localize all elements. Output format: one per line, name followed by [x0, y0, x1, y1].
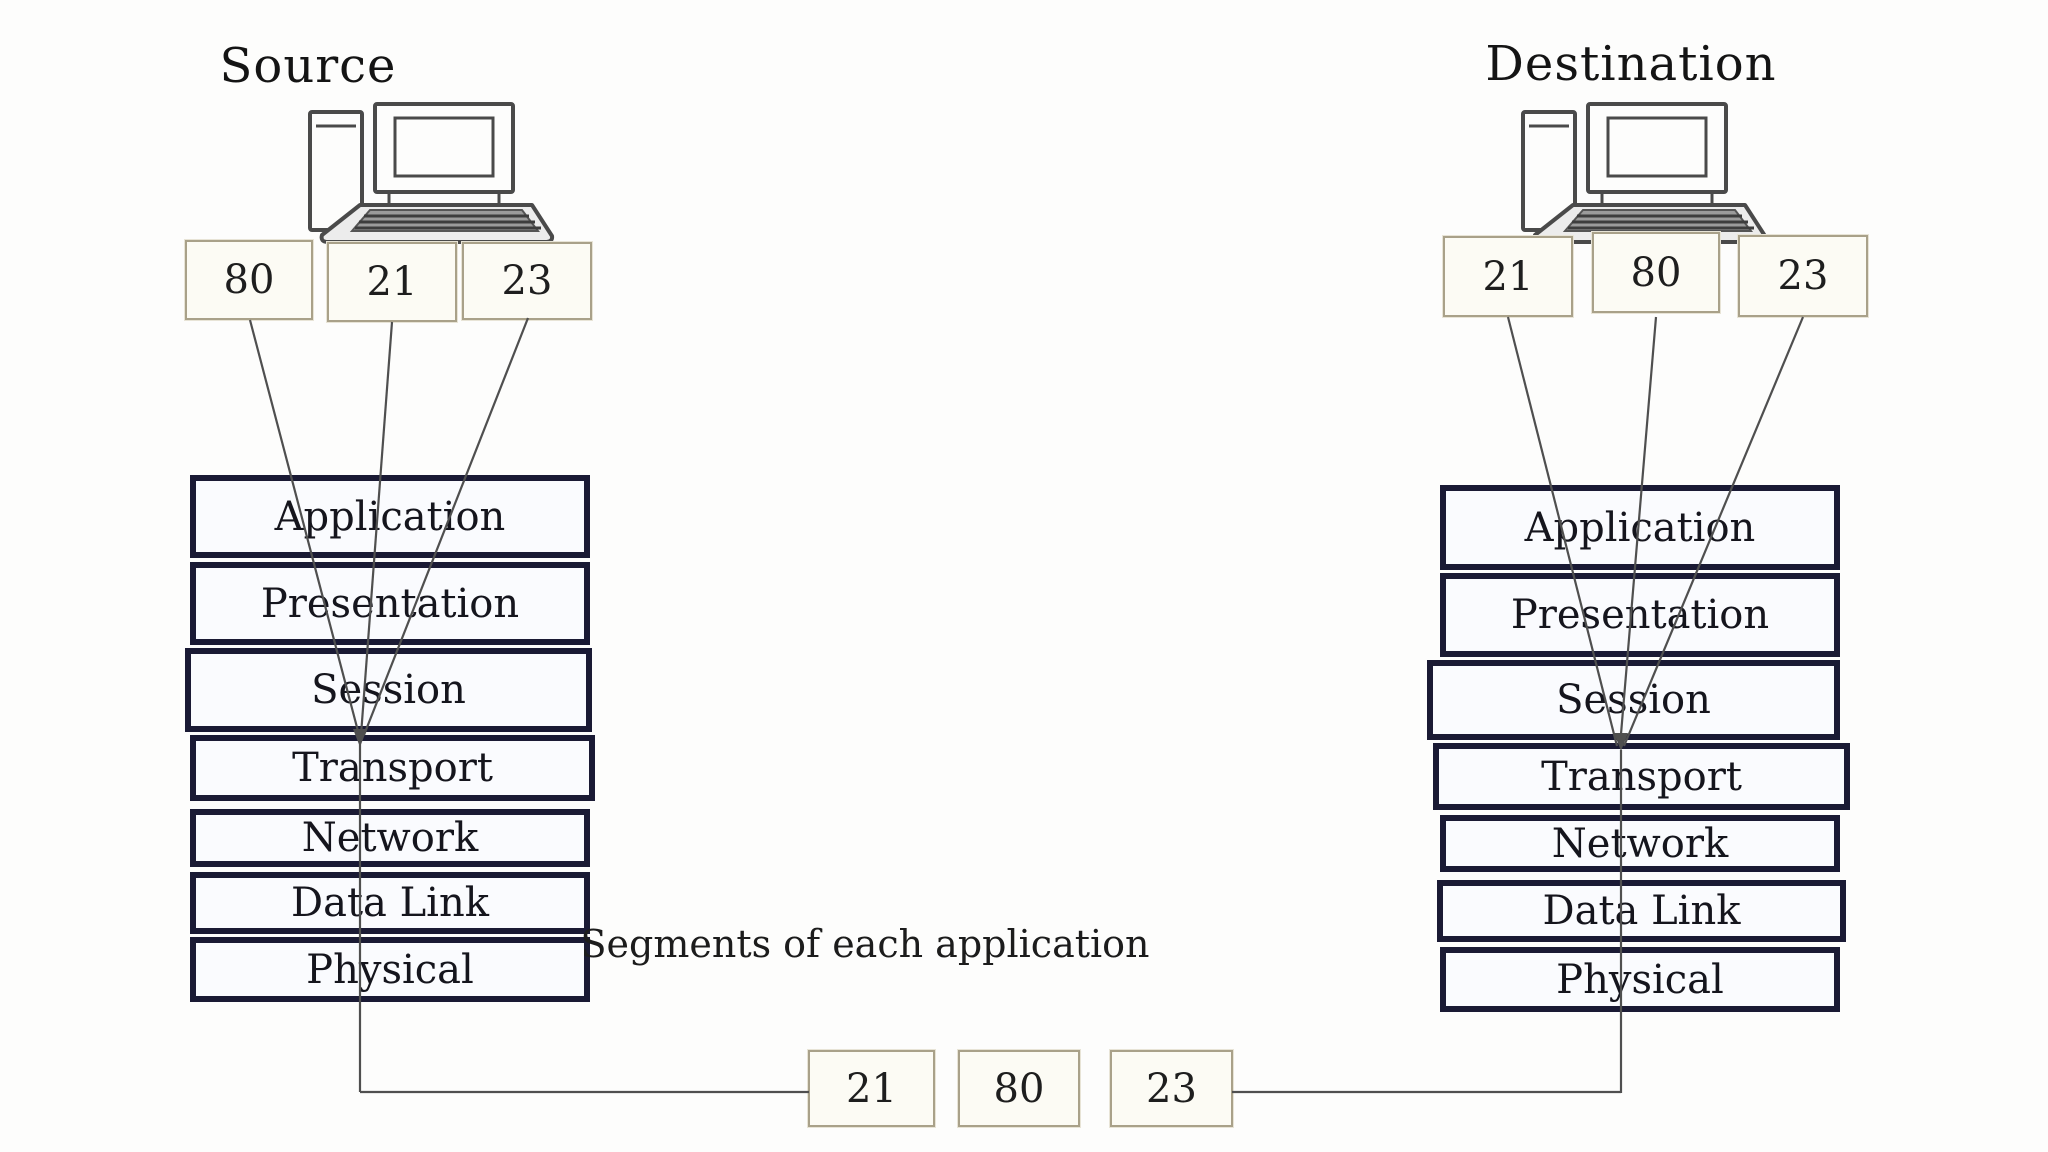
destination-layer-transport: Transport — [1433, 743, 1850, 810]
destination-osi-stack: Application Presentation Session Transpo… — [1427, 485, 1850, 1012]
segment-port-box-80: 80 — [958, 1050, 1080, 1127]
segment-port-box-23: 23 — [1110, 1050, 1233, 1127]
source-layer-presentation: Presentation — [190, 562, 590, 645]
source-port-box-23: 23 — [462, 242, 592, 320]
segments-caption: Segments of each application — [580, 922, 1150, 966]
source-layer-session: Session — [185, 648, 592, 732]
source-desktop-computer-icon — [308, 102, 555, 244]
destination-layer-application: Application — [1440, 485, 1840, 570]
source-layer-physical: Physical — [190, 937, 590, 1002]
destination-layer-physical: Physical — [1440, 947, 1840, 1012]
segment-port-box-21: 21 — [808, 1050, 935, 1127]
source-layer-network: Network — [190, 809, 590, 867]
source-port-box-80: 80 — [185, 240, 313, 320]
destination-layer-network: Network — [1440, 815, 1840, 872]
source-layer-transport: Transport — [190, 735, 595, 801]
source-layer-application: Application — [190, 475, 590, 558]
source-label: Source — [219, 38, 397, 94]
destination-port-box-23: 23 — [1738, 235, 1868, 317]
destination-desktop-computer-icon — [1521, 102, 1768, 244]
source-layer-data-link: Data Link — [190, 872, 590, 934]
source-osi-stack: Application Presentation Session Transpo… — [185, 475, 595, 1002]
destination-label: Destination — [1485, 36, 1777, 92]
destination-port-box-21: 21 — [1443, 236, 1573, 317]
source-port-box-21: 21 — [327, 242, 457, 322]
destination-layer-presentation: Presentation — [1440, 573, 1840, 657]
destination-port-box-80: 80 — [1592, 232, 1720, 313]
destination-layer-data-link: Data Link — [1437, 880, 1846, 942]
destination-layer-session: Session — [1427, 660, 1840, 740]
